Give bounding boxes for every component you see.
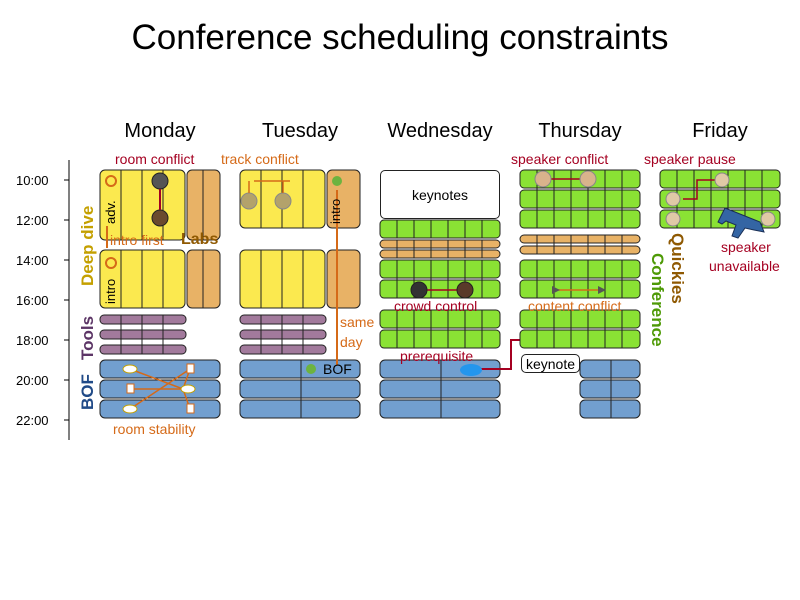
- tag-icon: [598, 286, 606, 294]
- track-label-tools: Tools: [78, 315, 97, 360]
- constraint-same-day-line2: day: [340, 334, 363, 350]
- room-label-intro: intro: [103, 278, 118, 304]
- monday-tools: [99, 314, 187, 355]
- tuesday-tools: [239, 314, 327, 355]
- tuesday-deep-dive-afternoon: [239, 249, 361, 309]
- constraint-speaker-pause: speaker pause: [644, 151, 736, 167]
- time-label: 14:00: [16, 253, 49, 268]
- crowd-control-link: [410, 281, 474, 299]
- track-label-deep-dive: Deep dive: [78, 205, 97, 286]
- thursday-quickies: [519, 234, 641, 255]
- time-ticks: [64, 179, 69, 421]
- room-label-intro-tuesday: intro: [328, 198, 343, 224]
- speaker-conflict-link: [534, 170, 597, 188]
- time-label: 22:00: [16, 413, 49, 428]
- constraint-same-day-line1: same: [340, 314, 375, 330]
- keynotes-box: keynotes: [380, 170, 500, 219]
- track-label-bof: BOF: [78, 374, 97, 410]
- constraint-intro-first: intro first: [110, 232, 164, 248]
- speaker-pause-link: [665, 172, 776, 227]
- refresh-icon: [105, 175, 117, 269]
- time-label: 18:00: [16, 333, 49, 348]
- track-label-conference: Conference: [648, 253, 667, 347]
- thursday-bof: [579, 359, 641, 419]
- time-label: 20:00: [16, 373, 49, 388]
- time-label: 16:00: [16, 293, 49, 308]
- tuesday-track-conflict: [240, 180, 292, 210]
- room-label-adv: adv.: [103, 200, 118, 224]
- monday-deep-dive-afternoon: [99, 249, 221, 309]
- constraint-track-conflict: track conflict: [221, 151, 299, 167]
- day-friday: Friday: [692, 120, 748, 142]
- content-conflict-link: [552, 286, 606, 294]
- day-tuesday: Tuesday: [262, 120, 338, 142]
- time-label: 10:00: [16, 173, 49, 188]
- constraint-prerequisite: prerequisite: [400, 348, 474, 364]
- wednesday-quickies: [379, 239, 501, 259]
- time-label: 12:00: [16, 213, 49, 228]
- day-thursday: Thursday: [538, 120, 622, 142]
- docker-icon: [460, 364, 482, 376]
- keynote-box: keynote: [521, 354, 580, 373]
- bof-session-label: BOF: [323, 361, 352, 377]
- cloud-icon: [122, 364, 196, 414]
- airplane-icon: [717, 207, 765, 239]
- constraint-room-stability: room stability: [113, 421, 196, 437]
- constraint-speaker-unavailable-line2: unavailable: [709, 258, 780, 274]
- constraint-speaker-unavailable-line1: speaker: [721, 239, 771, 255]
- thursday-conference: [519, 169, 641, 349]
- speaker-avatar-icon: [151, 172, 169, 227]
- document-icon: [126, 363, 195, 414]
- constraint-crowd-control: crowd control: [394, 298, 478, 314]
- page-title: Conference scheduling constraints: [131, 18, 669, 57]
- constraint-room-conflict: room conflict: [115, 151, 195, 167]
- constraint-content-conflict: content conflict: [528, 298, 622, 314]
- spring-leaf-icon: [306, 176, 342, 374]
- track-label-quickies: Quickies: [668, 233, 687, 304]
- wednesday-conference: [379, 219, 501, 349]
- constraint-speaker-conflict: speaker conflict: [511, 151, 609, 167]
- day-monday: Monday: [124, 120, 196, 142]
- tuesday-bof: [239, 359, 361, 419]
- track-label-labs: Labs: [181, 231, 219, 248]
- tag-icon: [552, 286, 560, 294]
- day-wednesday: Wednesday: [387, 120, 493, 142]
